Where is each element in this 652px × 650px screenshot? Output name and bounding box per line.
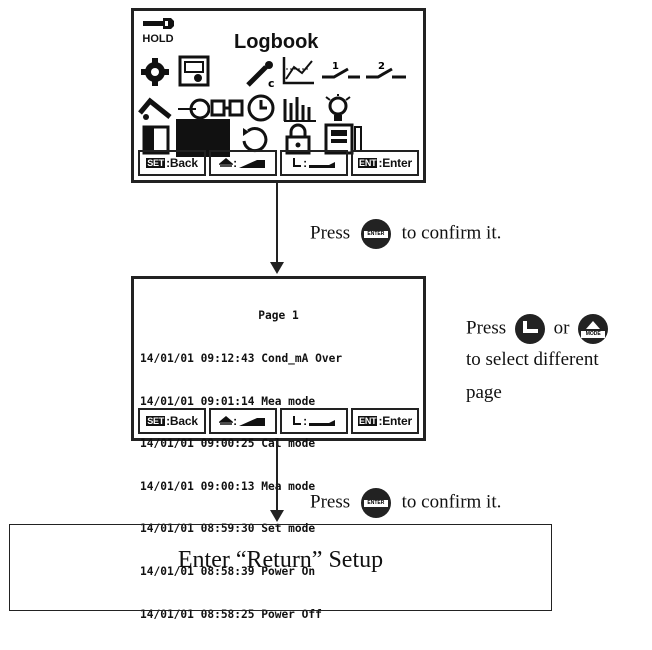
lock-icon[interactable] bbox=[284, 123, 312, 155]
up-arrow-key-icon bbox=[219, 416, 234, 425]
log-entry: 14/01/01 08:58:39 Power On bbox=[140, 565, 316, 579]
gear-icon[interactable] bbox=[140, 57, 170, 87]
wrench-icon bbox=[143, 18, 174, 29]
right-button-icon bbox=[514, 314, 545, 344]
page-header: Page 1 bbox=[258, 309, 299, 323]
display-settings-icon[interactable] bbox=[178, 55, 210, 87]
softkey-right[interactable]: : bbox=[280, 408, 348, 434]
relay1-icon[interactable]: 1 bbox=[320, 59, 362, 87]
wash-icon[interactable] bbox=[138, 93, 178, 123]
right-arrow-key-icon bbox=[293, 158, 302, 167]
softkey-right[interactable]: : bbox=[280, 150, 348, 176]
hold-indicator: HOLD bbox=[141, 16, 175, 45]
log-entry: 14/01/01 09:12:43 Cond_mA Over bbox=[140, 352, 343, 366]
step2-instruction: Press ENTER to confirm it. bbox=[310, 488, 501, 518]
log-entry: 14/01/01 08:59:30 Set mode bbox=[140, 522, 316, 536]
final-step-text: Enter “Return” Setup bbox=[177, 547, 384, 573]
right-arrow-key-icon bbox=[293, 416, 302, 425]
page-instruction-line2: to select different bbox=[466, 349, 599, 370]
page-instruction-line3: page bbox=[466, 382, 502, 403]
softkey-up[interactable]: : bbox=[209, 150, 277, 176]
log-entry: 14/01/01 09:01:14 Mea mode bbox=[140, 394, 316, 408]
logbook-title: Logbook bbox=[234, 31, 319, 53]
temperature-probe-icon[interactable]: c bbox=[244, 59, 278, 89]
softkey-bar: SET:Back : : ENT:Enter bbox=[138, 150, 419, 176]
flow-arrowhead-2 bbox=[270, 510, 284, 522]
logbook-menu-screen: HOLD Logbook c 1 2 bbox=[131, 8, 426, 183]
slope-up-icon bbox=[238, 418, 265, 426]
softkey-enter[interactable]: ENT:Enter bbox=[351, 408, 419, 434]
slope-right-icon bbox=[308, 162, 335, 168]
logbook-page-screen: Page 1 14/01/01 09:12:43 Cond_mA Over 14… bbox=[131, 276, 426, 621]
flow-arrowhead-1 bbox=[270, 262, 284, 274]
current-output-icon[interactable] bbox=[210, 97, 244, 121]
rs485-icon[interactable] bbox=[176, 95, 210, 123]
enter-button-icon: ENTER bbox=[360, 219, 391, 249]
exit-door-icon[interactable] bbox=[142, 125, 170, 155]
softkey-up[interactable]: : bbox=[209, 408, 277, 434]
softkey-back[interactable]: SET:Back bbox=[138, 150, 206, 176]
softkey-enter[interactable]: ENT:Enter bbox=[351, 150, 419, 176]
relay2-icon[interactable]: 2 bbox=[364, 59, 408, 87]
softkey-bar: SET:Back : : ENT:Enter bbox=[138, 408, 419, 434]
flow-arrow-2 bbox=[276, 441, 278, 511]
enter-button-icon: ENTER bbox=[360, 488, 391, 518]
curve-chart-icon[interactable] bbox=[280, 55, 316, 87]
enter-return-setup-box: Enter “Return” Setup bbox=[9, 524, 552, 611]
step1-instruction: Press ENTER to confirm it. bbox=[310, 219, 501, 249]
softkey-back[interactable]: SET:Back bbox=[138, 408, 206, 434]
mode-button-icon: MODE bbox=[578, 314, 609, 344]
log-entry: 14/01/01 09:00:25 Cal mode bbox=[140, 437, 316, 451]
slope-up-icon bbox=[238, 160, 265, 168]
svg-text:c: c bbox=[268, 77, 275, 89]
flow-arrow-1 bbox=[276, 183, 278, 263]
slope-right-icon bbox=[308, 420, 335, 426]
svg-text:2: 2 bbox=[378, 61, 385, 72]
backlight-bulb-icon[interactable] bbox=[324, 93, 352, 125]
reset-icon[interactable] bbox=[240, 125, 270, 155]
svg-text:1: 1 bbox=[332, 61, 339, 72]
clock-icon[interactable] bbox=[246, 93, 276, 123]
page-instruction-line1: Press or MODE bbox=[466, 314, 609, 344]
logbook-chart-icon[interactable] bbox=[282, 93, 318, 123]
up-arrow-key-icon bbox=[219, 158, 234, 167]
